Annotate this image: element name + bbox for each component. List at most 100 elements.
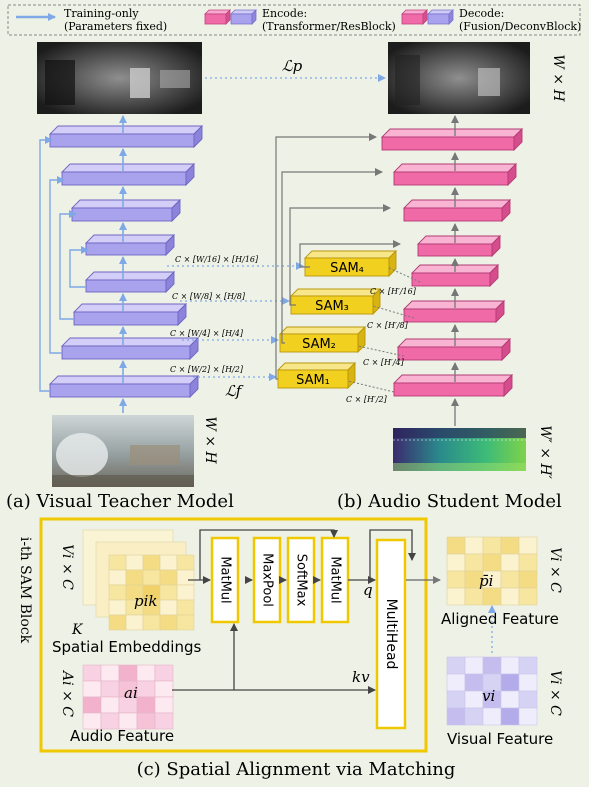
grid-cell — [176, 554, 195, 571]
sam-to-decoder-arrow — [275, 133, 377, 380]
k-label: K — [71, 622, 84, 638]
sam-module-label: SAM₁ — [296, 373, 330, 388]
grid-cell — [518, 536, 538, 555]
audio-scale-label: C × [H′/16] — [370, 287, 417, 296]
grid-cell — [518, 690, 538, 709]
sam-module: SAM₃ — [289, 287, 382, 316]
teacher-depth-image — [37, 42, 202, 114]
grid-cell — [464, 707, 484, 726]
audio-scale-label: C × [H′/8] — [367, 321, 409, 330]
grid-cell — [82, 696, 102, 714]
grid-cell — [108, 569, 127, 586]
legend-border — [7, 4, 581, 36]
v-label: vi — [482, 687, 495, 705]
grid-cell — [464, 536, 484, 555]
grid-cell — [154, 680, 174, 698]
encoder-to-sam-link — [388, 267, 421, 283]
student-depth-image — [388, 42, 530, 114]
q-branch-arrow — [369, 529, 416, 580]
grid-cell — [446, 587, 466, 606]
grid-cell — [446, 553, 466, 572]
grid-cell — [142, 554, 161, 571]
q-label: q — [363, 581, 373, 599]
teacher-skip-arrow — [49, 176, 65, 354]
legend-training-only: Training-only — [64, 7, 139, 20]
encoder-to-sam-link — [347, 380, 395, 393]
grid-cell — [125, 554, 144, 571]
grid-cell — [136, 696, 156, 714]
grid-cell — [142, 569, 161, 586]
teacher-skip-arrow — [69, 246, 89, 288]
grid-cell — [159, 569, 178, 586]
audio-input-dim-label: W′ × H′ — [537, 425, 553, 479]
grid-cell — [154, 664, 174, 682]
student-decoder-block — [380, 127, 524, 152]
grid-cell — [500, 690, 520, 709]
teacher-encoder-block — [48, 374, 200, 399]
sam-to-decoder-arrow — [289, 204, 391, 306]
grid-cell — [446, 690, 466, 709]
grid-cell — [464, 656, 484, 675]
grid-cell — [108, 584, 127, 601]
teacher-skip-arrow — [59, 210, 77, 320]
grid-cell — [446, 536, 466, 555]
grid-cell — [136, 664, 156, 682]
visual-feature-grid — [446, 656, 538, 726]
audio-feature-grid — [82, 664, 174, 730]
teacher-encoder-block — [72, 302, 188, 327]
caption-visual-teacher: (a) Visual Teacher Model — [6, 491, 234, 512]
audio-dim-label: Ai × C — [59, 669, 75, 717]
audio-spectrogram-image — [393, 428, 526, 471]
audio-scale-label: C × [H′/4] — [363, 358, 405, 367]
student-encoder-block — [402, 299, 506, 324]
encoder-to-sam-link — [372, 305, 415, 319]
grid-cell — [482, 536, 502, 555]
grid-cell — [176, 614, 195, 631]
op-label: MaxPool — [260, 553, 275, 607]
legend-params-fixed: (Parameters fixed) — [64, 20, 167, 33]
grid-cell — [464, 587, 484, 606]
sam-module: SAM₂ — [278, 325, 367, 354]
aligned-feature-grid — [446, 536, 538, 606]
multihead-label: MultiHead — [383, 599, 399, 670]
grid-cell — [518, 673, 538, 692]
visual-scale-label: C × [W/16] × [H/16] — [175, 255, 259, 264]
grid-cell — [100, 664, 120, 682]
visual-scale-label: C × [W/8] × [H/8] — [172, 292, 246, 301]
spatial-dim-label: Vi × C — [59, 544, 75, 590]
spatial-embeddings-label: Spatial Embeddings — [52, 638, 201, 656]
grid-cell — [125, 614, 144, 631]
teacher-encoder-block — [60, 336, 200, 361]
grid-cell — [518, 707, 538, 726]
loss-p-label: ℒp — [282, 57, 303, 75]
grid-cell — [500, 656, 520, 675]
teacher-decoder-block — [48, 124, 204, 149]
grid-cell — [159, 599, 178, 616]
depth-dim-label: W × H — [550, 54, 566, 102]
grid-cell — [464, 553, 484, 572]
audio-scale-label: C × [H′/2] — [346, 395, 388, 404]
legend-decode-sub: (Fusion/DeconvBlock) — [459, 20, 581, 33]
grid-cell — [518, 587, 538, 606]
op-label: MatMul — [218, 556, 233, 603]
visual-scale-label: C × [W/4] × [H/4] — [170, 329, 244, 338]
grid-cell — [100, 696, 120, 714]
sam-to-decoder-arrow — [299, 240, 401, 268]
aligned-feature-label: Aligned Feature — [441, 610, 559, 628]
grid-cell — [464, 690, 484, 709]
aligned-dim-label: Vi × C — [547, 547, 563, 593]
grid-cell — [500, 707, 520, 726]
grid-cell — [82, 680, 102, 698]
grid-cell — [100, 680, 120, 698]
teacher-decoder-block — [60, 162, 196, 187]
grid-cell — [446, 707, 466, 726]
grid-cell — [518, 570, 538, 589]
sam-block: i-th SAM Block Vi × C K pik Spatial Embe… — [17, 517, 428, 753]
skip-to-matmul-arrow — [199, 529, 338, 580]
op-box-matmul: MatMul — [320, 536, 350, 624]
grid-cell — [446, 656, 466, 675]
sam-to-decoder-arrow — [281, 168, 383, 344]
spatial-embeddings-stack — [82, 529, 195, 631]
grid-cell — [500, 570, 520, 589]
